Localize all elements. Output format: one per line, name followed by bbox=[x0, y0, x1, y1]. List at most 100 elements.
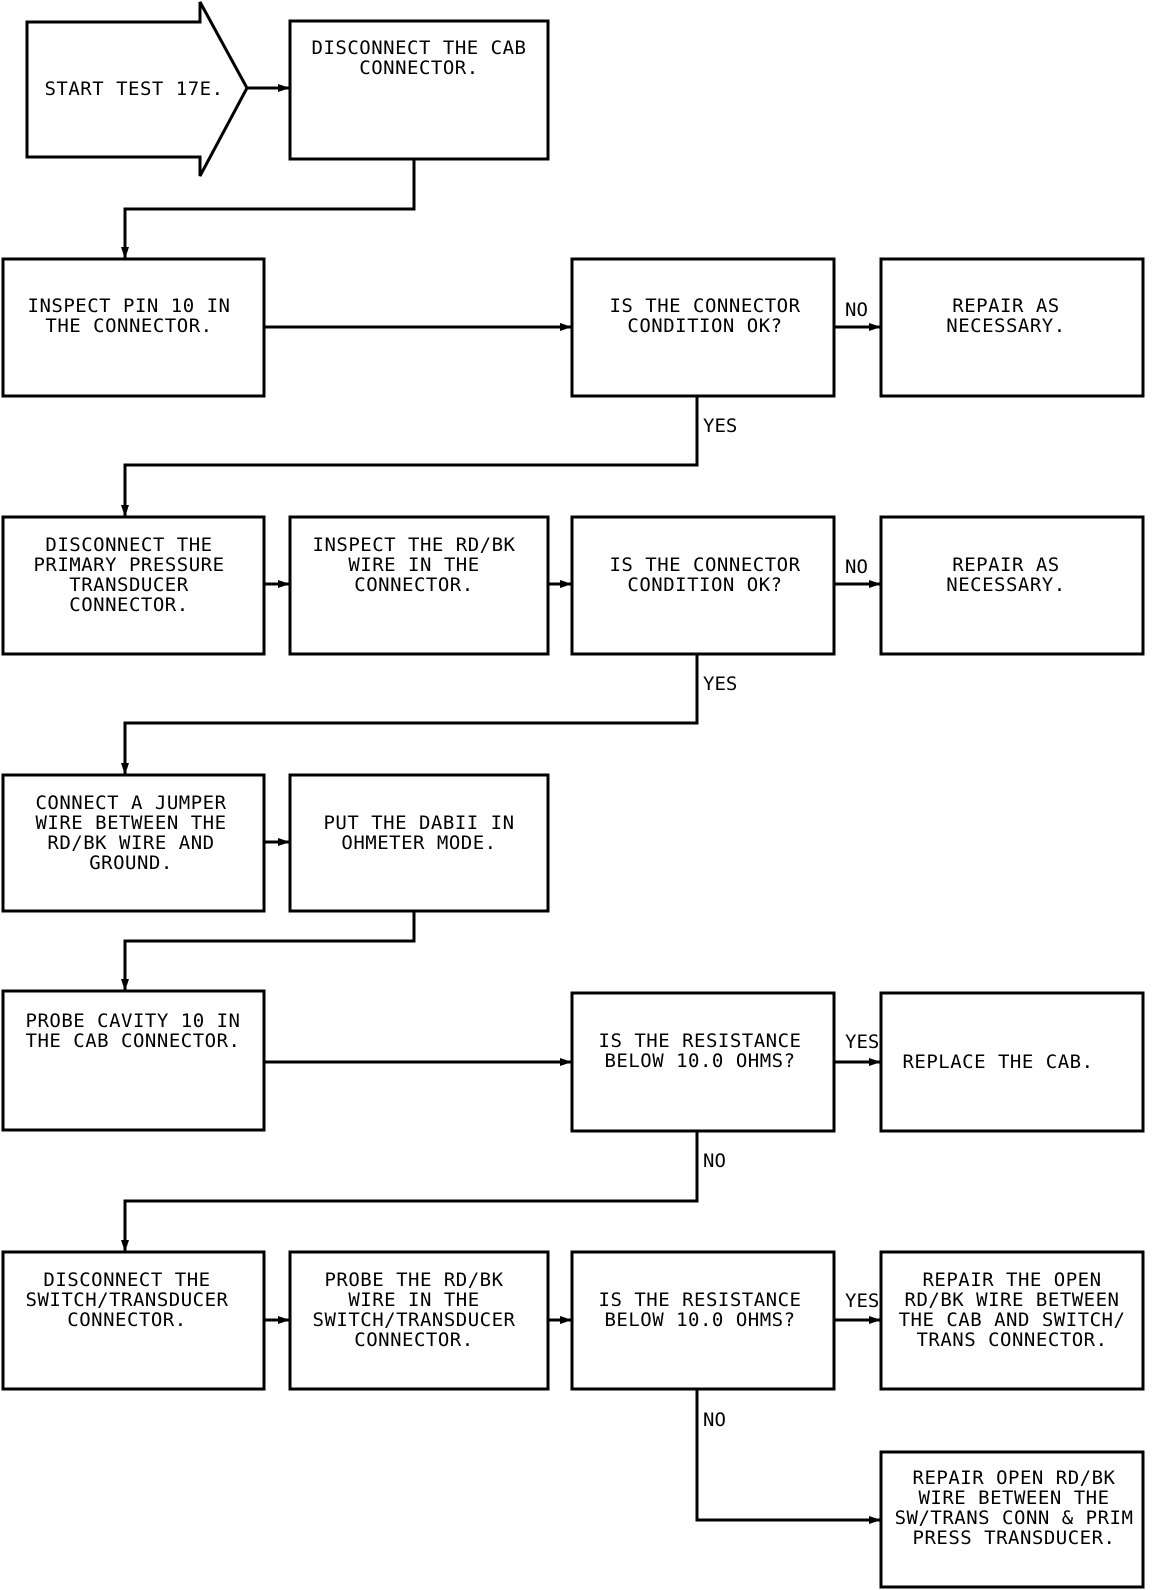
step-repair-open-sw-to-prim-text-line-3: SW/TRANS CONN & PRIM bbox=[895, 1507, 1134, 1529]
decision-resistance-below-10-1-text-line-1: IS THE RESISTANCE bbox=[599, 1030, 802, 1052]
step-disconnect-primary-text-line-3: TRANSDUCER bbox=[69, 574, 188, 596]
step-connect-jumper-wire-text-line-1: CONNECT A JUMPER bbox=[35, 792, 226, 814]
step-disconnect-switch-transducer-text-line-1: DISCONNECT THE bbox=[43, 1269, 210, 1291]
step-repair-open-cab-to-switch-text-line-3: THE CAB AND SWITCH/ bbox=[899, 1309, 1126, 1331]
step-connect-jumper-wire-text-line-3: RD/BK WIRE AND bbox=[47, 832, 214, 854]
step-connect-jumper-wire-text-line-4: GROUND. bbox=[89, 852, 173, 874]
branch-label-yes-1: YES bbox=[703, 415, 737, 437]
decision-resistance-below-10-2-text-line-1: IS THE RESISTANCE bbox=[599, 1289, 802, 1311]
branch-label-no-2: NO bbox=[845, 556, 868, 578]
step-repair-open-sw-to-prim-text-line-4: PRESS TRANSDUCER. bbox=[913, 1527, 1116, 1549]
step-probe-rdbk-wire-text-line-4: CONNECTOR. bbox=[354, 1329, 473, 1351]
branch-label-yes-3: YES bbox=[845, 1031, 879, 1053]
step-inspect-pin10-text-line-1: INSPECT PIN 10 IN bbox=[28, 295, 231, 317]
branch-label-yes-4: YES bbox=[845, 1290, 879, 1312]
decision-connector-condition-1-text-line-1: IS THE CONNECTOR bbox=[609, 295, 800, 317]
step-replace-cab-text: REPLACE THE CAB. bbox=[902, 1051, 1093, 1073]
step-disconnect-cab-connector-text-line-2: CONNECTOR. bbox=[359, 57, 478, 79]
step-probe-cavity10-text-line-1: PROBE CAVITY 10 IN bbox=[26, 1010, 241, 1032]
step-repair-as-necessary-2-text-line-1: REPAIR AS bbox=[952, 554, 1059, 576]
decision-resistance-below-10-2-text-line-2: BELOW 10.0 OHMS? bbox=[604, 1309, 795, 1331]
step-put-dabii-ohmeter-mode-text-line-1: PUT THE DABII IN bbox=[323, 812, 514, 834]
step-probe-rdbk-wire-text-line-2: WIRE IN THE bbox=[348, 1289, 479, 1311]
step-inspect-pin10-text-line-2: THE CONNECTOR. bbox=[45, 315, 212, 337]
flow-question-4-no bbox=[695, 1389, 881, 1524]
step-inspect-rdbk-wire-text-line-2: WIRE IN THE bbox=[348, 554, 479, 576]
flow-disconnect-cab-to-inspect-pin10 bbox=[121, 160, 416, 259]
flow-question-2-yes bbox=[121, 654, 699, 775]
decision-connector-condition-2-text-line-2: CONDITION OK? bbox=[627, 574, 782, 596]
branch-label-no-4: NO bbox=[703, 1409, 726, 1431]
step-repair-open-cab-to-switch-text-line-4: TRANS CONNECTOR. bbox=[916, 1329, 1107, 1351]
flow-question-3-no bbox=[121, 1131, 699, 1252]
flow-question-1-yes bbox=[121, 396, 699, 517]
branch-label-yes-2: YES bbox=[703, 673, 737, 695]
step-repair-open-sw-to-prim-text-line-1: REPAIR OPEN RD/BK bbox=[913, 1467, 1116, 1489]
step-probe-rdbk-wire-text-line-1: PROBE THE RD/BK bbox=[324, 1269, 503, 1291]
step-disconnect-cab-connector-text-line-1: DISCONNECT THE CAB bbox=[312, 37, 527, 59]
step-disconnect-primary-text-line-4: CONNECTOR. bbox=[69, 594, 188, 616]
start-arrow: START TEST 17E. bbox=[25, 1, 249, 177]
step-inspect-rdbk-wire-text-line-3: CONNECTOR. bbox=[354, 574, 473, 596]
step-repair-open-cab-to-switch-text-line-2: RD/BK WIRE BETWEEN bbox=[905, 1289, 1120, 1311]
start-label-line-1: START TEST 17E. bbox=[44, 78, 223, 100]
step-inspect-rdbk-wire-text-line-1: INSPECT THE RD/BK bbox=[313, 534, 516, 556]
step-replace-cab: REPLACE THE CAB. bbox=[879, 991, 1145, 1133]
decision-connector-condition-1-text-line-2: CONDITION OK? bbox=[627, 315, 782, 337]
step-probe-rdbk-wire-text-line-3: SWITCH/TRANSDUCER bbox=[313, 1309, 516, 1331]
step-repair-as-necessary-1-text-line-2: NECESSARY. bbox=[946, 315, 1065, 337]
step-connect-jumper-wire-text-line-2: WIRE BETWEEN THE bbox=[35, 812, 226, 834]
step-repair-as-necessary-1-text-line-1: REPAIR AS bbox=[952, 295, 1059, 317]
decision-connector-condition-2-text-line-1: IS THE CONNECTOR bbox=[609, 554, 800, 576]
decision-resistance-below-10-1-text-line-2: BELOW 10.0 OHMS? bbox=[604, 1050, 795, 1072]
step-disconnect-primary-text-line-2: PRIMARY PRESSURE bbox=[33, 554, 224, 576]
branch-label-no-3: NO bbox=[703, 1150, 726, 1172]
step-disconnect-switch-transducer-text-line-3: CONNECTOR. bbox=[67, 1309, 186, 1331]
step-put-dabii-ohmeter-mode-text-line-2: OHMETER MODE. bbox=[341, 832, 496, 854]
step-repair-open-cab-to-switch-text-line-1: REPAIR THE OPEN bbox=[922, 1269, 1101, 1291]
start-label: START TEST 17E. bbox=[44, 78, 223, 100]
step-disconnect-switch-transducer-text-line-2: SWITCH/TRANSDUCER bbox=[26, 1289, 229, 1311]
step-repair-open-sw-to-prim-text-line-2: WIRE BETWEEN THE bbox=[918, 1487, 1109, 1509]
step-disconnect-primary-text-line-1: DISCONNECT THE bbox=[45, 534, 212, 556]
branch-label-no-1: NO bbox=[845, 299, 868, 321]
step-repair-as-necessary-2-text-line-2: NECESSARY. bbox=[946, 574, 1065, 596]
flow-put-dabii-to-probe-cavity10 bbox=[121, 911, 416, 991]
step-probe-cavity10-text-line-2: THE CAB CONNECTOR. bbox=[26, 1030, 241, 1052]
